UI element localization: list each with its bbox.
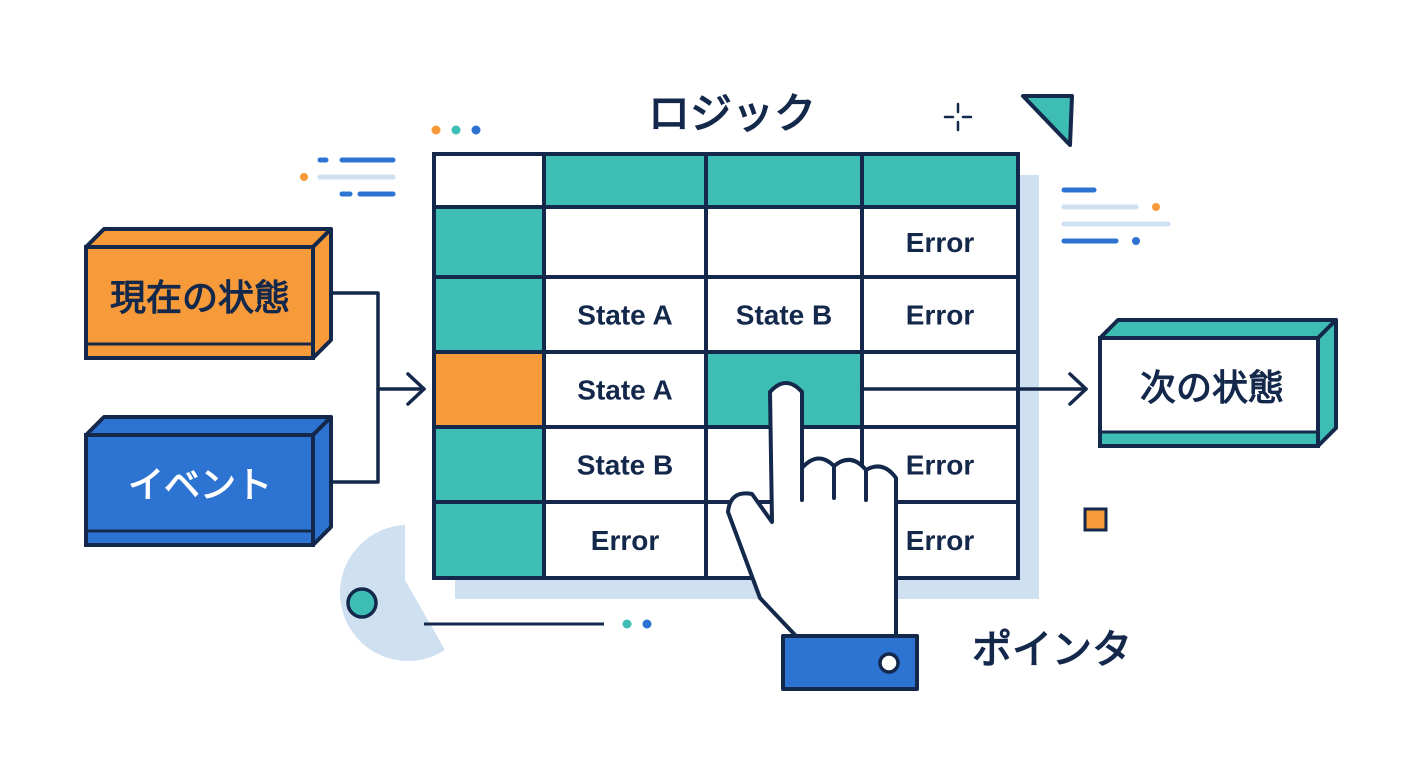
table-header-cell [544,154,706,207]
table-cell [706,207,862,277]
pointer-label: ポインタ [972,627,1132,673]
table-row-header-cell [434,277,544,352]
table-cell [706,277,862,352]
table-cell-text: Error [906,525,975,556]
table-row-header-cell [434,207,544,277]
event-block: イベント [84,415,333,547]
teal-circle-node [346,587,378,619]
table-cell-text: State B [577,450,673,481]
table-border [432,152,1020,580]
table-header-cell [706,154,862,207]
arrow-right-icon [406,372,426,406]
pointer-sleeve [781,634,919,691]
table-header-cell [862,154,1018,207]
table-cell [862,207,1018,277]
output-connector [860,372,1088,406]
input-connector [329,291,426,484]
sparkle-icon [943,102,973,132]
current-state-label: 現在の状態 [110,278,290,319]
table-cell [544,427,706,502]
diagram-title: ロジック [648,89,816,138]
table-cell-text: Error [906,300,975,331]
decorations [300,94,1171,661]
speed-lines-left [300,157,396,197]
table-row-header-cell [434,352,544,427]
dot-orange-top [431,125,441,135]
table-header-cell [434,154,544,207]
table-cell-text: Error [906,450,975,481]
sleeve-button [878,652,900,674]
pointer-hand-icon [726,381,919,691]
dot-teal-bottom [622,619,632,629]
event-label: イベント [128,465,272,506]
next-state-label: 次の状態 [1140,368,1284,409]
speed-lines-right [1061,187,1171,245]
table-cell [862,277,1018,352]
table-cell-text: State B [736,300,832,331]
triangle-shape [1021,94,1074,147]
table-cell [544,352,706,427]
table-cell [544,277,706,352]
dot-blue-bottom [642,619,652,629]
table-cell-text: Error [906,227,975,258]
table-cell-text: State A [577,375,672,406]
dot-teal-top [451,125,461,135]
arrow-right-icon [1068,372,1088,406]
table-cell-text: Error [591,525,660,556]
table-cell [544,207,706,277]
next-state-block: 次の状態 [1098,318,1338,448]
small-orange-square [1083,507,1108,532]
table-row-header-cell [434,427,544,502]
current-state-block: 現在の状態 [84,227,333,360]
light-circle-shape [340,525,445,661]
dot-blue-top [471,125,481,135]
table-row-header-cell [434,502,544,578]
table-cell [544,502,706,578]
table-cell-text: State A [577,300,672,331]
